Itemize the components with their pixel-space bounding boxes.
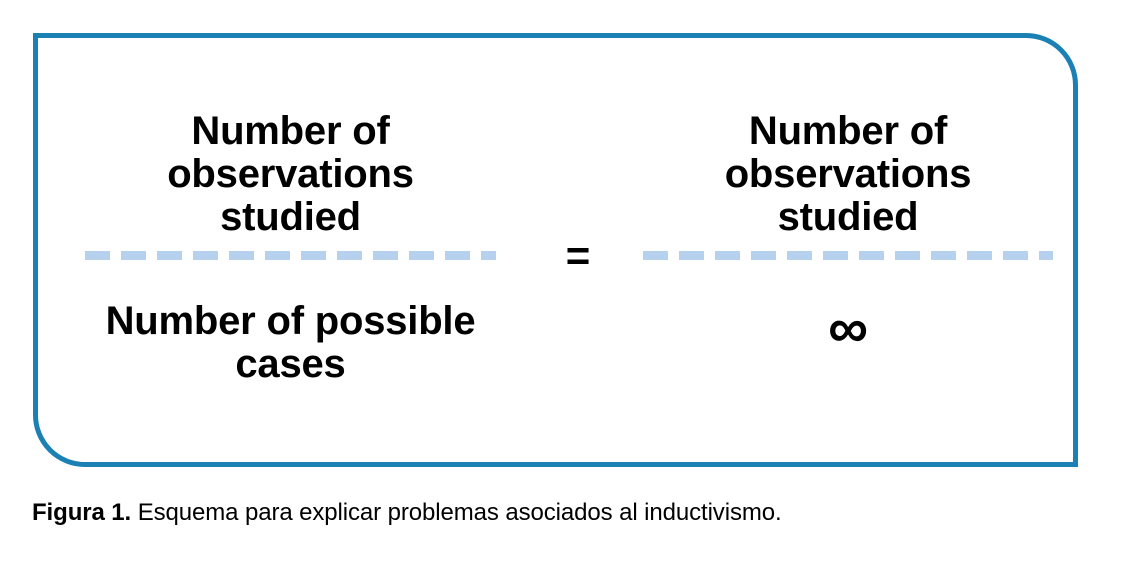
right-fraction-bar-icon — [643, 250, 1053, 260]
left-numerator-text: Number of observations studied — [167, 108, 414, 240]
caption-text: Esquema para explicar problemas asociado… — [131, 499, 782, 526]
equals-sign: = — [565, 232, 591, 279]
left-fraction-bar-icon — [85, 250, 496, 260]
left-denominator-text: Number of possible cases — [105, 298, 476, 386]
right-numerator-text: Number of observations studied — [724, 108, 972, 240]
right-fraction: Number of observations studied ∞ — [633, 99, 1063, 412]
equation: Number of observations studied Number of… — [38, 38, 1083, 472]
figure-caption: Figura 1. Esquema para explicar problema… — [32, 498, 1092, 528]
left-fraction-numerator: Number of observations studied — [167, 99, 414, 251]
right-fraction-numerator: Number of observations studied — [725, 99, 972, 251]
left-fraction: Number of observations studied Number of… — [58, 99, 523, 412]
left-fraction-denominator: Number of possible cases — [106, 260, 476, 412]
diagram-panel: Number of observations studied Number of… — [33, 33, 1078, 467]
right-fraction-denominator: ∞ — [828, 260, 868, 412]
infinity-icon: ∞ — [828, 295, 868, 359]
caption-label: Figura 1. — [32, 499, 132, 526]
